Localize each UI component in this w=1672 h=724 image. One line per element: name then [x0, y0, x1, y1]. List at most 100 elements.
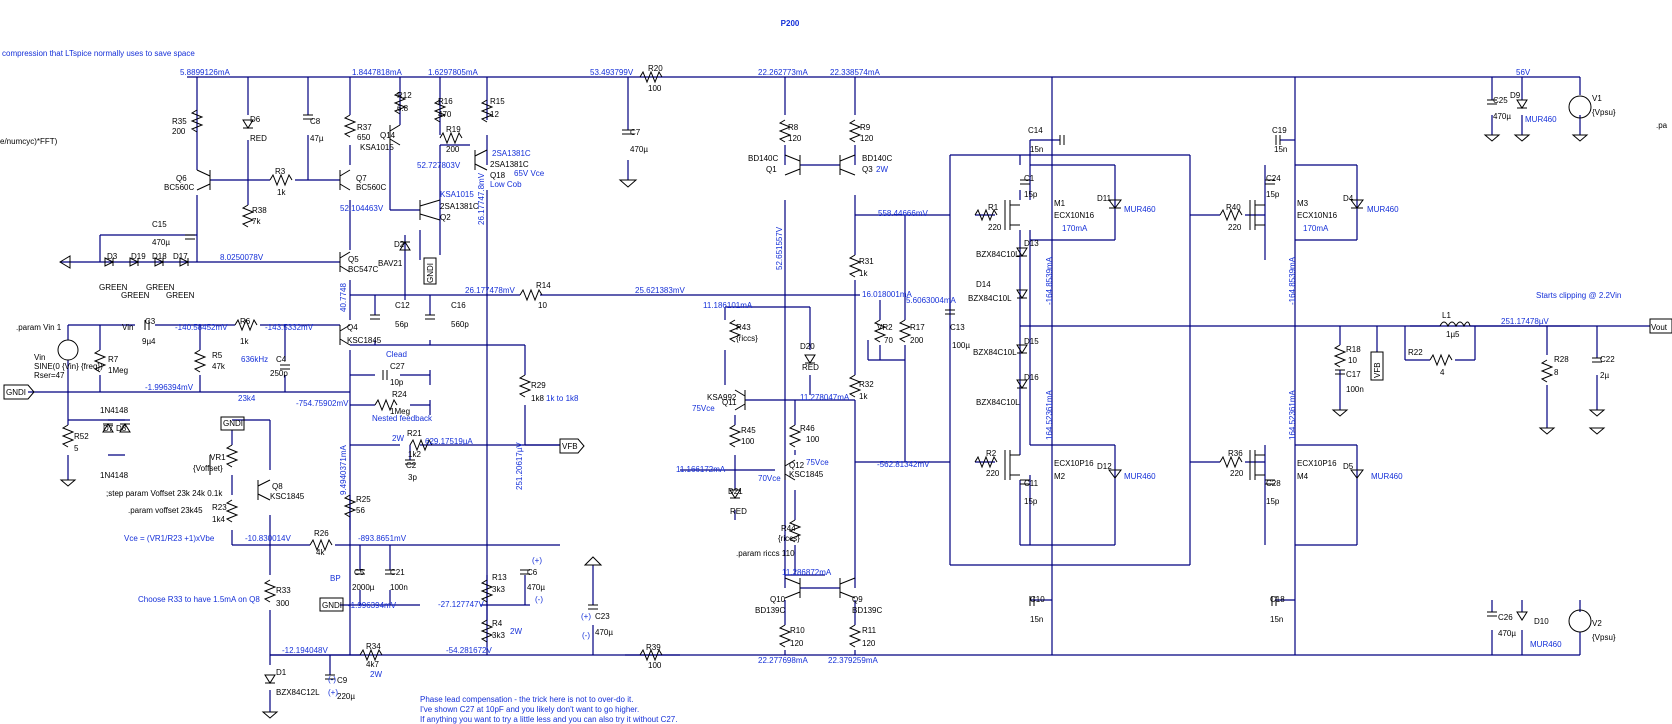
- note-2w-d: 2W: [370, 670, 382, 679]
- ref-D12: D12: [1097, 462, 1112, 471]
- val-C24: 15p: [1266, 190, 1280, 199]
- gnd-label-3: GNDI: [322, 601, 342, 610]
- note-plus-2: (+): [581, 612, 591, 621]
- val-D1: BZX84C12L: [276, 688, 320, 697]
- val-D13: BZX84C10L: [976, 250, 1020, 259]
- ref-M2: M2: [1054, 472, 1066, 481]
- ref-Q14: Q14: [380, 131, 396, 140]
- vin-net-label: Vin: [122, 323, 133, 332]
- val-R29: 1k8: [531, 394, 544, 403]
- note-vce75a: 75Vce: [692, 404, 715, 413]
- val-Q9: BD139C: [852, 606, 882, 615]
- ref-R43: R43: [736, 323, 751, 332]
- val-R32: 1k: [859, 392, 868, 401]
- val-D19: GREEN: [121, 291, 150, 300]
- ref-R32: R32: [859, 380, 874, 389]
- ref-R19: R19: [446, 125, 461, 134]
- measurement: 22.262773mA: [758, 68, 808, 77]
- ref-C15: C15: [152, 220, 167, 229]
- val-R20: 100: [648, 84, 662, 93]
- measurement: -12.194048V: [282, 646, 328, 655]
- ref-C1: C1: [1024, 174, 1035, 183]
- note-top-left: compression that LTspice normally uses t…: [2, 49, 195, 58]
- val-Q2: 2SA1381C: [440, 202, 479, 211]
- val-R3: 1k: [277, 188, 286, 197]
- gnd-label-4: GNDI: [426, 263, 435, 283]
- val-C10: 15n: [1030, 615, 1043, 624]
- ref-C10: C10: [1030, 595, 1045, 604]
- val-D21: RED: [730, 507, 747, 516]
- val-C6: 470µ: [527, 583, 545, 592]
- ref-R5: R5: [212, 351, 223, 360]
- ref-R7: R7: [108, 355, 119, 364]
- ref-V1: V1: [1592, 94, 1602, 103]
- note-param-voffset: .param voffset 23k45: [128, 506, 203, 515]
- val-R19: 200: [446, 145, 460, 154]
- ref-R36: R36: [1228, 449, 1243, 458]
- val-C13: 100µ: [952, 341, 970, 350]
- ref-C22: C22: [1600, 355, 1615, 364]
- note-param-vin: .param Vin 1: [16, 323, 62, 332]
- val-R8: 120: [788, 134, 802, 143]
- measurement: -164.8539mA: [1045, 256, 1054, 305]
- val-D2: BAV21: [378, 259, 403, 268]
- val-R25: 56: [356, 506, 365, 515]
- val-C15: 470µ: [152, 238, 170, 247]
- val-D14: BZX84C10L: [968, 294, 1012, 303]
- ref-Q1: Q1: [766, 165, 777, 174]
- val-R34: 4k7: [366, 660, 379, 669]
- ref-M3: M3: [1297, 199, 1309, 208]
- val-D6: RED: [250, 134, 267, 143]
- val-Q8: KSC1845: [270, 492, 305, 501]
- val-R22: 4: [1440, 368, 1445, 377]
- ref-C7: C7: [630, 128, 641, 137]
- ref-R20: R20: [648, 64, 663, 73]
- measurements: 5.8899126mA 1.8447818mA 1.6297805mA 53.4…: [145, 68, 1549, 665]
- ref-R15: R15: [490, 97, 505, 106]
- ref-R8: R8: [788, 123, 799, 132]
- measurement: 16.018001mA: [862, 290, 912, 299]
- note-pa: .pa: [1656, 121, 1668, 130]
- measurement: 25.621383mV: [635, 286, 685, 295]
- val-VR2: 70: [884, 336, 893, 345]
- val-R16: 470: [438, 110, 452, 119]
- ref-R52: R52: [74, 432, 89, 441]
- ref-Q4: Q4: [347, 323, 358, 332]
- val-C28: 15p: [1266, 497, 1280, 506]
- ref-R33: R33: [276, 586, 291, 595]
- ref-D5: D5: [1343, 462, 1354, 471]
- val-R4: 3k3: [492, 631, 505, 640]
- ref-Q11: Q11: [722, 398, 737, 407]
- measurement: -893.8651mV: [358, 534, 407, 543]
- measurement: 9.4940371mA: [339, 445, 348, 495]
- val-C23: 470µ: [595, 628, 613, 637]
- ref-R17: R17: [910, 323, 925, 332]
- ref-R39: R39: [646, 643, 661, 652]
- val-R36: 220: [1230, 469, 1244, 478]
- page-title: P200: [781, 19, 800, 28]
- val-V1: {Vpsu}: [1592, 108, 1616, 117]
- val-D18: GREEN: [146, 283, 175, 292]
- ref-L1: L1: [1442, 311, 1451, 320]
- ref-R4: R4: [492, 619, 503, 628]
- val-C26: 470µ: [1498, 629, 1516, 638]
- ref-VR2: VR2: [877, 323, 893, 332]
- measurement: -54.281672V: [446, 646, 492, 655]
- val-R35: 200: [172, 127, 186, 136]
- val-R52: 5: [74, 444, 79, 453]
- ref-C14: C14: [1028, 126, 1043, 135]
- val-C11: 15p: [1024, 497, 1038, 506]
- measurement: -1.996394mV: [145, 383, 194, 392]
- val-R43: {riccs}: [736, 334, 758, 343]
- val-V2: {Vpsu}: [1592, 633, 1616, 642]
- note-2w-b: 2W: [392, 434, 404, 443]
- val-C19: 15n: [1274, 145, 1287, 154]
- val-C21: 100n: [390, 583, 408, 592]
- measurement: 11.278047mA: [800, 393, 850, 402]
- val-C25: 470µ: [1493, 112, 1511, 121]
- measurement: -164.8539mA: [1288, 256, 1297, 305]
- ref-D13: D13: [1024, 239, 1039, 248]
- ref-R6: R6: [240, 317, 251, 326]
- ref-D21: D21: [728, 487, 743, 496]
